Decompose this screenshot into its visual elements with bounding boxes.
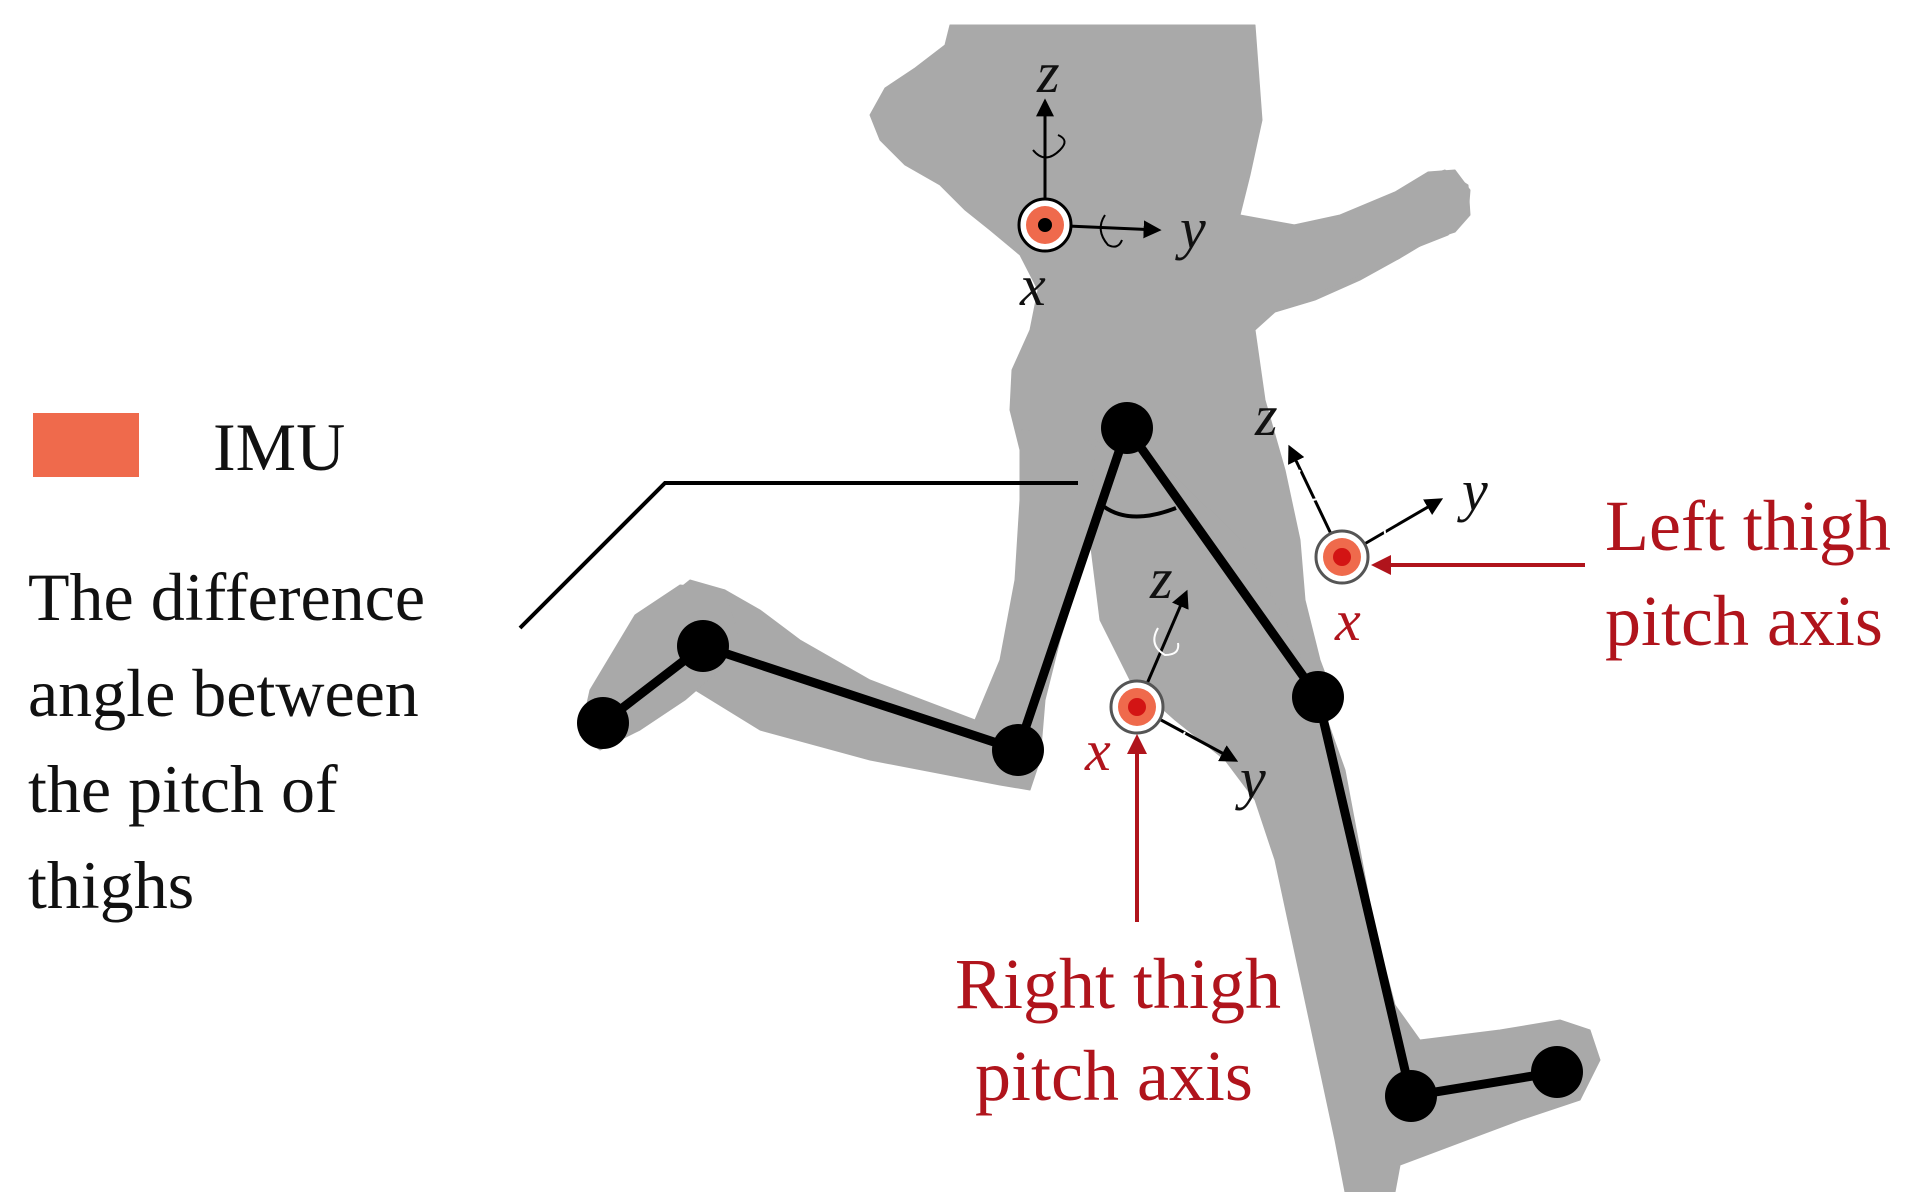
skeleton-joints [577, 402, 1583, 1122]
thigh-angle-arc [1101, 504, 1177, 519]
legend: IMU [33, 409, 345, 485]
imu-left-thigh-y-label: y [1457, 458, 1488, 523]
joint-rear-ankle [677, 620, 729, 672]
angle-description: The difference angle between the pitch o… [28, 559, 425, 923]
skeleton-rear-leg [598, 423, 1132, 756]
angle-description-line-1: The difference [28, 559, 425, 635]
imu-chest-x-label: x [1019, 253, 1046, 318]
imu-right-thigh-x-label: x [1084, 718, 1111, 783]
right-thigh-callout: Right thigh pitch axis [955, 944, 1281, 1116]
joint-rear-knee [992, 724, 1044, 776]
left-thigh-callout: Left thigh pitch axis [1605, 486, 1891, 661]
imu-right-thigh-y-label: y [1235, 746, 1266, 811]
imu-chest-z-label: z [1036, 40, 1060, 105]
left-thigh-callout-line-2: pitch axis [1605, 581, 1883, 661]
imu-chest-y-label: y [1175, 196, 1206, 261]
imu-right-thigh: z y x [1084, 546, 1266, 811]
imu-right-thigh-z-label: z [1149, 546, 1173, 611]
legend-imu-swatch [33, 413, 139, 477]
imu-left-thigh-x-label: x [1334, 588, 1361, 653]
silhouette-arm [1279, 169, 1471, 301]
joint-front-toe [1531, 1046, 1583, 1098]
skeleton-front-leg [1122, 423, 1562, 1102]
imu-left-thigh: z y x [1254, 383, 1488, 653]
angle-description-line-2: angle between [28, 655, 419, 731]
angle-description-line-4: thighs [28, 847, 194, 923]
skeleton [598, 423, 1562, 1102]
imu-left-thigh-z-label: z [1254, 383, 1278, 448]
right-thigh-callout-line-1: Right thigh [955, 944, 1281, 1024]
joint-rear-toe [577, 697, 629, 749]
angle-description-line-3: the pitch of [28, 751, 338, 827]
joint-front-ankle [1385, 1070, 1437, 1122]
angle-leader-line [518, 481, 1078, 630]
right-thigh-callout-line-2: pitch axis [975, 1036, 1253, 1116]
left-thigh-callout-line-1: Left thigh [1605, 486, 1891, 566]
joint-hip [1101, 402, 1153, 454]
joint-front-knee [1292, 671, 1344, 723]
imu-chest: z y x [1017, 40, 1206, 318]
legend-imu-label: IMU [213, 409, 345, 485]
